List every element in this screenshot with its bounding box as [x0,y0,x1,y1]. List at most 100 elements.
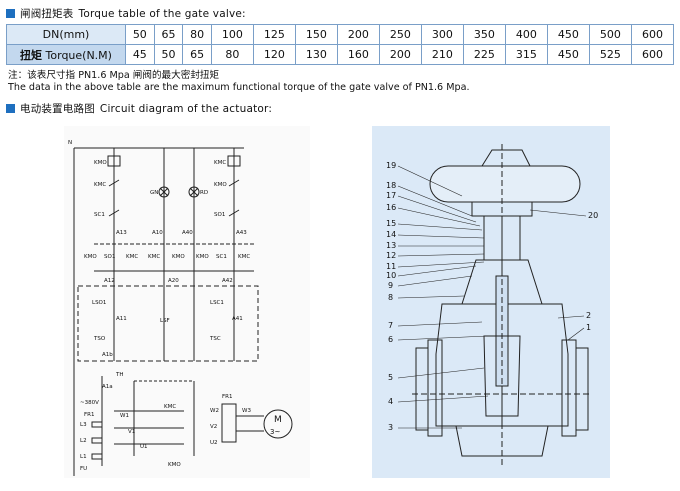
torque-cell: 450 [546,44,590,65]
valve-drawing: 19 18 17 16 15 14 13 12 11 10 9 8 7 6 5 … [372,126,610,478]
label-so1: SO1 [104,254,115,260]
callout-12: 12 [386,251,396,260]
label-kmo: KMO [196,254,209,260]
label-a40: A40 [182,230,193,236]
circuit-svg: N KMO KMC KMC KMO GN RD SC1 SO1 A13 A10 … [68,140,293,476]
label-v1: V1 [128,429,135,435]
label-kmo: KMO [172,254,185,260]
label-tso: TSO [93,336,106,342]
label-lsf: LSF [160,318,170,324]
dn-cell: 50 [125,24,155,45]
label-tsc: TSC [209,336,221,342]
torque-title-cn: 闸阀扭矩表 [20,8,74,20]
label-kmc: KMC [148,254,160,260]
torque-cell: 525 [588,44,632,65]
label-fu: FU [80,466,87,472]
label-kmc: KMC [238,254,250,260]
callout-9: 9 [388,281,393,290]
callout-7: 7 [388,321,393,330]
torque-section-title: 闸阀扭矩表 Torque table of the gate valve: [6,6,246,21]
dn-cell: 450 [546,24,590,45]
label-lsc1: LSC1 [210,300,224,306]
callout-2: 2 [586,311,591,320]
dn-cell: 80 [182,24,212,45]
label-l3: L3 [80,422,87,428]
label-th: TH [115,372,124,378]
bullet-icon [6,104,15,113]
circuit-section-title: 电动装置电路图 Circuit diagram of the actuator: [6,101,272,116]
torque-table: DN(mm) 50 65 80 100 125 150 200 250 300 … [6,24,675,65]
label-u1: U1 [140,444,148,450]
dn-cell: 400 [504,24,548,45]
label-n: N [68,140,72,146]
note-cn: 注：该表尺寸指 PN1.6 Mpa 闸阀的最大密封扭矩 [8,70,220,81]
dn-cell: 200 [336,24,380,45]
label-sc1: SC1 [94,212,105,218]
callout-8: 8 [388,293,393,302]
torque-title-en: Torque table of the gate valve: [78,7,246,20]
note-en: The data in the above table are the maxi… [8,82,470,93]
torque-cell: 45 [125,44,155,65]
label-u2: U2 [210,440,218,446]
dn-cell: 350 [462,24,506,45]
dn-cell: 500 [588,24,632,45]
label-kmc: KMC [94,182,106,188]
callout-14: 14 [386,230,396,239]
label-kmo: KMO [94,160,107,166]
label-gn: GN [150,190,158,196]
dn-cell: 100 [210,24,254,45]
callout-16: 16 [386,203,396,212]
label-a43: A43 [236,230,247,236]
callout-1: 1 [586,323,591,332]
circuit-title-en: Circuit diagram of the actuator: [99,102,273,115]
label-l1: L1 [80,454,87,460]
torque-cell: 80 [210,44,254,65]
label-kmc: KMC [126,254,138,260]
torque-header-cn: 扭矩 [20,48,43,62]
callout-11: 11 [386,262,396,271]
label-a11: A11 [116,316,127,322]
torque-cell: 120 [252,44,296,65]
label-380v: ~380V [80,400,99,406]
table-row-torque: 扭矩 Torque(N.M) 45 50 65 80 120 130 160 2… [6,44,675,65]
dn-cell: 250 [378,24,422,45]
callout-10: 10 [386,271,396,280]
label-kmo: KMO [214,182,227,188]
label-a13: A13 [116,230,127,236]
label-a20: A20 [168,278,179,284]
label-fr1: FR1 [222,394,232,400]
dn-header: DN(mm) [6,24,126,45]
label-kmo: KMO [168,462,181,468]
callout-13: 13 [386,241,396,250]
callout-18: 18 [386,181,396,190]
label-sc1: SC1 [216,254,227,260]
table-row-dn: DN(mm) 50 65 80 100 125 150 200 250 300 … [6,24,675,45]
dn-cell: 150 [294,24,338,45]
label-w2: W2 [210,408,219,414]
callout-17: 17 [386,191,396,200]
label-a1b: A1b [102,352,113,358]
torque-header: 扭矩 Torque(N.M) [6,44,126,65]
torque-cell: 160 [336,44,380,65]
valve-svg: 19 18 17 16 15 14 13 12 11 10 9 8 7 6 5 … [386,144,598,466]
callout-19: 19 [386,161,396,170]
label-rd: RD [200,190,208,196]
torque-header-en: Torque(N.M) [45,48,112,62]
label-a41: A41 [232,316,243,322]
dn-cell: 125 [252,24,296,45]
callout-5: 5 [388,373,393,382]
callout-4: 4 [388,397,393,406]
label-kmc: KMC [214,160,226,166]
torque-cell: 315 [504,44,548,65]
label-a10: A10 [152,230,163,236]
motor-3-label: 3~ [270,428,280,436]
dn-cell: 600 [630,24,675,45]
label-fr1: FR1 [84,412,94,418]
label-w3: W3 [242,408,251,414]
torque-cell: 225 [462,44,506,65]
label-lso1: LSO1 [92,300,106,306]
label-a1a: A1a [102,384,113,390]
label-so1: SO1 [214,212,225,218]
label-v2: V2 [210,424,217,430]
torque-cell: 50 [153,44,184,65]
